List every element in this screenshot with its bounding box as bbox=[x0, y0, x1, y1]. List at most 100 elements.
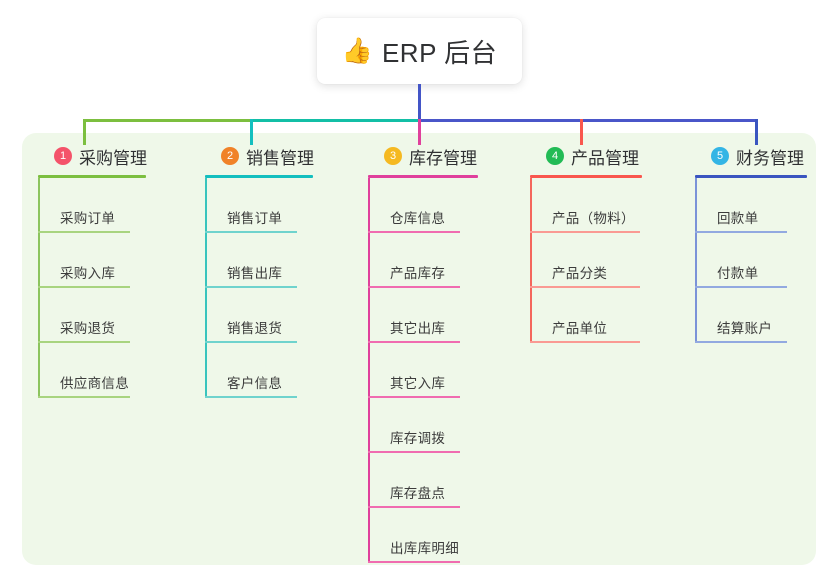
list-item[interactable]: 库存调拨 bbox=[368, 398, 478, 453]
list-item-label: 采购订单 bbox=[60, 211, 116, 226]
column-spine-line bbox=[205, 178, 207, 398]
list-item-underline bbox=[695, 341, 787, 343]
list-item-underline bbox=[530, 231, 640, 233]
list-item[interactable]: 产品库存 bbox=[368, 233, 478, 288]
root-node-card[interactable]: 👍 ERP 后台 bbox=[317, 18, 522, 84]
page-title: ERP 后台 bbox=[381, 37, 498, 68]
column-2: 2 销售管理销售订单销售出库销售退货客户信息 bbox=[205, 144, 314, 398]
column-1: 1 采购管理采购订单采购入库采购退货供应商信息 bbox=[38, 144, 147, 398]
list-item-label: 产品库存 bbox=[390, 266, 446, 281]
list-item[interactable]: 客户信息 bbox=[205, 343, 314, 398]
column-header-4[interactable]: 4 产品管理 bbox=[530, 144, 642, 168]
list-item-label: 采购退货 bbox=[60, 321, 116, 336]
list-item[interactable]: 采购订单 bbox=[38, 178, 147, 233]
column-underline bbox=[530, 175, 642, 178]
column-header-1[interactable]: 1 采购管理 bbox=[38, 144, 147, 168]
column-item-list: 采购订单采购入库采购退货供应商信息 bbox=[38, 178, 147, 398]
connector-drop-4 bbox=[580, 119, 583, 145]
column-underline bbox=[695, 175, 807, 178]
connector-drop-2 bbox=[250, 119, 253, 145]
list-item-label: 销售出库 bbox=[227, 266, 283, 281]
list-item-label: 销售退货 bbox=[227, 321, 283, 336]
list-item[interactable]: 采购入库 bbox=[38, 233, 147, 288]
list-item-label: 结算账户 bbox=[717, 321, 773, 336]
list-item-underline bbox=[205, 286, 297, 288]
column-badge-number: 4 bbox=[546, 147, 564, 165]
list-item[interactable]: 其它出库 bbox=[368, 288, 478, 343]
list-item-underline bbox=[205, 396, 297, 398]
list-item-label: 其它出库 bbox=[390, 321, 446, 336]
list-item-underline bbox=[368, 396, 460, 398]
list-item[interactable]: 产品单位 bbox=[530, 288, 642, 343]
list-item[interactable]: 销售出库 bbox=[205, 233, 314, 288]
column-spine-line bbox=[530, 178, 532, 343]
list-item-label: 客户信息 bbox=[227, 376, 283, 391]
list-item[interactable]: 采购退货 bbox=[38, 288, 147, 343]
column-header-3[interactable]: 3 库存管理 bbox=[368, 144, 478, 168]
column-underline bbox=[368, 175, 478, 178]
column-badge-number: 1 bbox=[54, 147, 72, 165]
list-item-underline bbox=[368, 561, 460, 563]
column-title: 产品管理 bbox=[571, 148, 639, 168]
connector-drop-1 bbox=[83, 119, 86, 145]
list-item-label: 产品分类 bbox=[552, 266, 608, 281]
list-item[interactable]: 产品分类 bbox=[530, 233, 642, 288]
list-item[interactable]: 其它入库 bbox=[368, 343, 478, 398]
list-item-underline bbox=[368, 231, 460, 233]
column-title: 采购管理 bbox=[79, 148, 147, 168]
column-spine-line bbox=[38, 178, 40, 398]
list-item-label: 库存调拨 bbox=[390, 431, 446, 446]
list-item[interactable]: 回款单 bbox=[695, 178, 807, 233]
column-item-list: 回款单付款单结算账户 bbox=[695, 178, 807, 343]
list-item[interactable]: 仓库信息 bbox=[368, 178, 478, 233]
list-item[interactable]: 出库库明细 bbox=[368, 508, 478, 563]
diagram-panel bbox=[22, 133, 816, 565]
list-item[interactable]: 结算账户 bbox=[695, 288, 807, 343]
list-item[interactable]: 库存盘点 bbox=[368, 453, 478, 508]
list-item[interactable]: 销售退货 bbox=[205, 288, 314, 343]
list-item-underline bbox=[205, 231, 297, 233]
column-badge-number: 5 bbox=[711, 147, 729, 165]
connector-root-stem bbox=[418, 84, 421, 122]
list-item[interactable]: 付款单 bbox=[695, 233, 807, 288]
connector-drop-5 bbox=[755, 119, 758, 145]
column-5: 5 财务管理回款单付款单结算账户 bbox=[695, 144, 807, 343]
list-item-label: 采购入库 bbox=[60, 266, 116, 281]
list-item-label: 回款单 bbox=[717, 211, 759, 226]
list-item-underline bbox=[530, 341, 640, 343]
connector-bus-blue bbox=[418, 119, 758, 122]
connector-bus-green bbox=[83, 119, 252, 122]
list-item-label: 销售订单 bbox=[227, 211, 283, 226]
column-3: 3 库存管理仓库信息产品库存其它出库其它入库库存调拨库存盘点出库库明细 bbox=[368, 144, 478, 563]
column-underline bbox=[205, 175, 313, 178]
list-item-underline bbox=[530, 286, 640, 288]
column-4: 4 产品管理产品（物料） 产品分类产品单位 bbox=[530, 144, 642, 343]
list-item-underline bbox=[368, 341, 460, 343]
list-item-underline bbox=[38, 341, 130, 343]
list-item-underline bbox=[368, 286, 460, 288]
list-item-label: 其它入库 bbox=[390, 376, 446, 391]
list-item-label: 出库库明细 bbox=[390, 541, 459, 556]
column-header-2[interactable]: 2 销售管理 bbox=[205, 144, 314, 168]
column-item-list: 仓库信息产品库存其它出库其它入库库存调拨库存盘点出库库明细 bbox=[368, 178, 478, 563]
thumbs-up-icon: 👍 bbox=[341, 36, 373, 65]
column-badge-number: 3 bbox=[384, 147, 402, 165]
list-item-underline bbox=[695, 286, 787, 288]
column-title: 财务管理 bbox=[736, 148, 804, 168]
list-item-label: 付款单 bbox=[717, 266, 759, 281]
list-item-underline bbox=[38, 396, 130, 398]
list-item-label: 产品单位 bbox=[552, 321, 608, 336]
column-item-list: 产品（物料） 产品分类产品单位 bbox=[530, 178, 642, 343]
list-item-underline bbox=[368, 451, 460, 453]
column-spine-line bbox=[368, 178, 370, 563]
list-item-underline bbox=[368, 506, 460, 508]
list-item-label: 仓库信息 bbox=[390, 211, 446, 226]
column-title: 库存管理 bbox=[409, 148, 477, 168]
list-item[interactable]: 产品（物料） bbox=[530, 178, 642, 233]
column-header-5[interactable]: 5 财务管理 bbox=[695, 144, 807, 168]
column-title: 销售管理 bbox=[246, 148, 314, 168]
list-item[interactable]: 供应商信息 bbox=[38, 343, 147, 398]
list-item[interactable]: 销售订单 bbox=[205, 178, 314, 233]
column-badge-number: 2 bbox=[221, 147, 239, 165]
column-spine-line bbox=[695, 178, 697, 343]
